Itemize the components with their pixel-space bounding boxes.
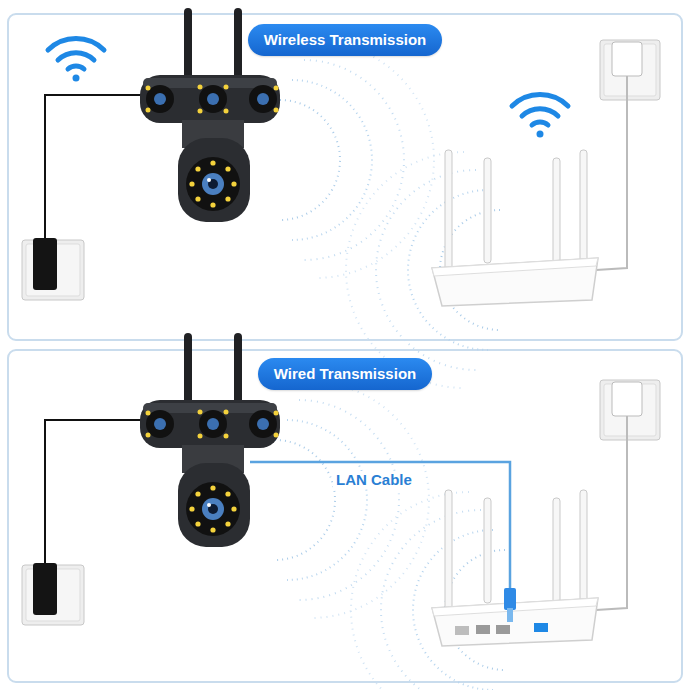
- title-pill: Wired Transmission: [258, 358, 432, 390]
- pill-text: Wired Transmission: [274, 365, 416, 383]
- title-pill: Wireless Transmission: [248, 24, 442, 56]
- pill-text: Wireless Transmission: [264, 31, 426, 49]
- cable-label: LAN Cable: [333, 471, 415, 489]
